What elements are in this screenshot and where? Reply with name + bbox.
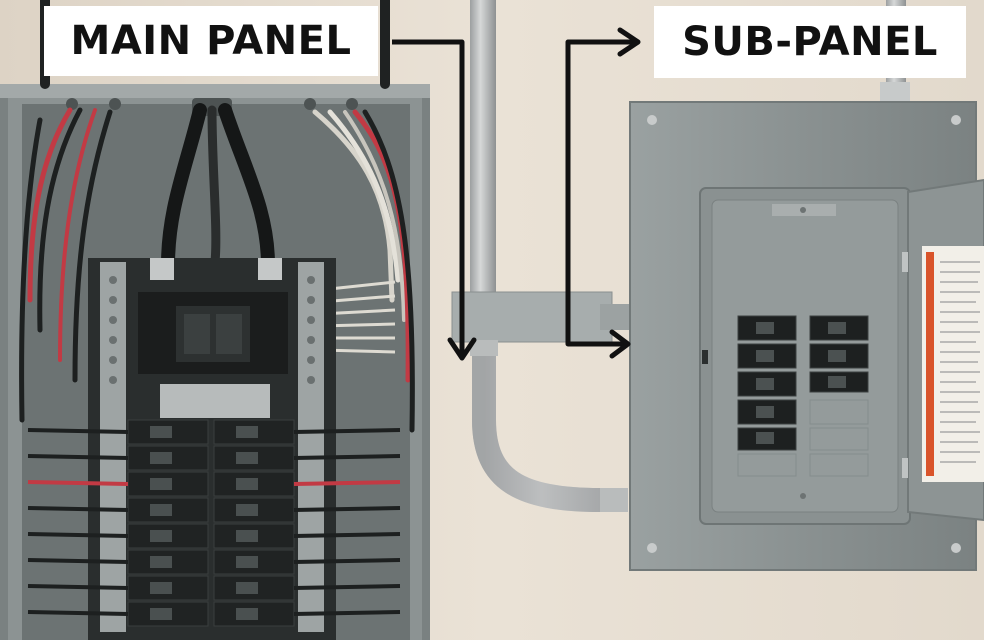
sub-breakers xyxy=(737,315,869,451)
main-panel-label: MAIN PANEL xyxy=(44,6,378,76)
main-breakers xyxy=(127,419,295,627)
main-panel xyxy=(0,0,430,640)
arrow-main-to-conduit xyxy=(392,39,477,361)
sub-panel-label: SUB-PANEL xyxy=(654,6,966,78)
sub-panel xyxy=(629,101,984,571)
arrow-to-sub-panel xyxy=(565,27,641,359)
